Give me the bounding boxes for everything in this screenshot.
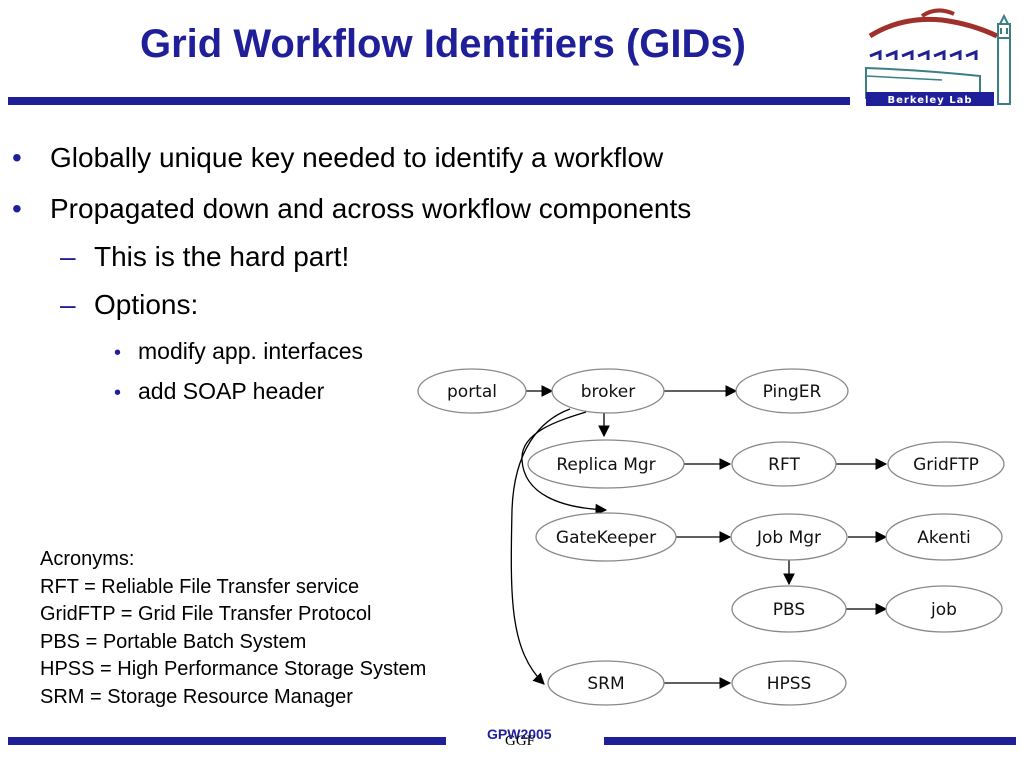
node-akenti	[885, 513, 1003, 561]
bullet-marker: •	[114, 382, 122, 404]
node-gridftp	[887, 441, 1005, 487]
slide-title: Grid Workflow Identifiers (GIDs)	[140, 22, 746, 66]
node-pbs	[731, 585, 847, 633]
node-gatekeeper	[535, 512, 677, 562]
bullet-marker: •	[12, 142, 22, 173]
bullet-text: Propagated down and across workflow comp…	[50, 193, 692, 224]
sub-sub-bullet-item: • add SOAP header	[114, 378, 324, 405]
node-label: PBS	[773, 600, 805, 620]
node-label: HPSS	[767, 674, 812, 694]
bullet-text: Options:	[94, 289, 199, 320]
acronym-item: RFT = Reliable File Transfer service	[40, 575, 360, 598]
acronym-item: SRM = Storage Resource Manager	[40, 685, 353, 708]
logo-arches	[869, 49, 978, 60]
bullet-marker: •	[114, 342, 122, 364]
node-rft	[731, 441, 837, 487]
node-srm	[547, 660, 665, 706]
footer-rule-right	[604, 737, 1016, 745]
footer-org: GGF	[505, 733, 536, 749]
node-portal	[417, 368, 527, 414]
node-label: GateKeeper	[556, 528, 656, 548]
bullet-text: This is the hard part!	[94, 241, 350, 272]
sub-bullet-item: –This is the hard part!	[60, 241, 349, 273]
acronyms-legend: Acronyms: RFT = Reliable File Transfer s…	[40, 546, 426, 711]
bullet-item: • Globally unique key needed to identify …	[12, 142, 663, 174]
edge-broker-gatekeeper	[521, 411, 608, 516]
logo-text: Berkeley Lab	[888, 95, 973, 106]
logo-arc	[868, 16, 999, 39]
node-replica-mgr	[527, 439, 685, 489]
node-label: Replica Mgr	[556, 455, 655, 475]
bullet-marker: •	[12, 193, 22, 224]
acronyms-heading: Acronyms:	[40, 548, 135, 570]
node-label: Akenti	[917, 528, 971, 548]
footer-conference: GPW2005	[487, 726, 552, 742]
diagram-edges	[510, 385, 888, 689]
berkeley-lab-logo: Berkeley Lab	[865, 8, 1011, 106]
node-label: Job Mgr	[756, 528, 821, 548]
bullet-text: add SOAP header	[138, 378, 325, 404]
node-broker	[551, 368, 665, 414]
node-label: PingER	[763, 382, 822, 402]
node-label: job	[930, 600, 957, 620]
bullet-text: Globally unique key needed to identify a…	[50, 142, 664, 173]
node-label: broker	[581, 382, 636, 402]
node-job	[885, 585, 1003, 633]
node-pinger	[735, 368, 849, 414]
footer-rule-left	[8, 737, 446, 745]
dash-marker: –	[60, 289, 76, 320]
sub-bullet-item: –Options:	[60, 289, 198, 321]
acronym-item: HPSS = High Performance Storage System	[40, 658, 427, 680]
title-rule	[8, 97, 850, 105]
campanile-icon	[997, 13, 1011, 105]
bullet-item: • Propagated down and across workflow com…	[12, 193, 691, 225]
edge-broker-srm	[510, 408, 571, 685]
bullet-text: modify app. interfaces	[138, 338, 364, 364]
acronym-item: GridFTP = Grid File Transfer Protocol	[40, 603, 372, 625]
node-label: SRM	[587, 674, 624, 694]
node-label: RFT	[768, 455, 800, 475]
dash-marker: –	[60, 241, 76, 272]
node-label: GridFTP	[913, 455, 979, 475]
sub-sub-bullet-item: • modify app. interfaces	[114, 338, 363, 365]
node-job-mgr	[730, 513, 848, 561]
node-label: portal	[447, 382, 497, 402]
acronym-item: PBS = Portable Batch System	[40, 630, 307, 653]
node-hpss	[731, 660, 847, 706]
